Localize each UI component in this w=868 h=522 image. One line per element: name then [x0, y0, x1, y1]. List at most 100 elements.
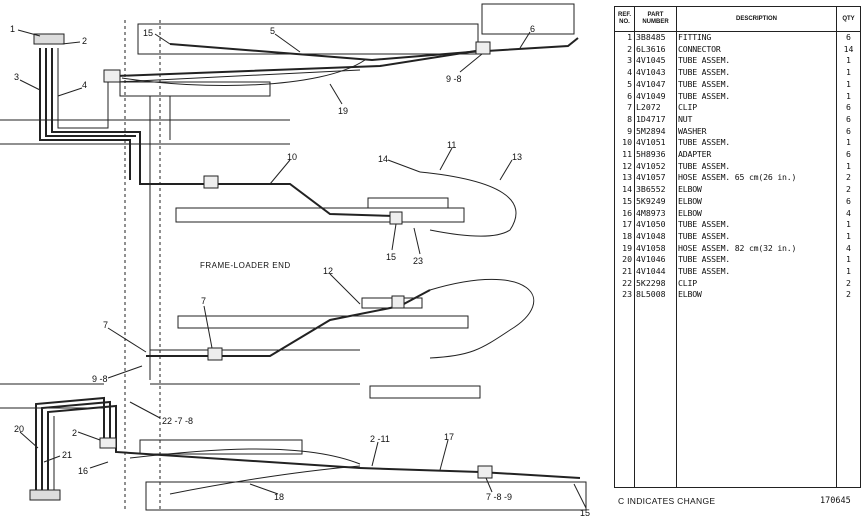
description-cell-text: ELBOW	[678, 289, 702, 300]
callout-label: 15	[143, 28, 153, 38]
part-number-cell: 8L5008	[634, 289, 677, 302]
ref-cell-text: 6	[627, 90, 632, 101]
qty-cell: 6	[836, 31, 861, 44]
description-cell: TUBE ASSEM.	[676, 266, 837, 278]
callout-label: 21	[62, 450, 72, 460]
description-cell: ELBOW	[676, 289, 837, 302]
part-number-cell: 1D4717	[634, 113, 677, 126]
ref-cell: 9	[614, 125, 635, 138]
ref-cell: 13	[614, 172, 635, 185]
description-cell-text: ELBOW	[678, 195, 702, 206]
part-number-cell-text: 5H8936	[636, 149, 666, 160]
part-number-cell-text: L2072	[636, 102, 661, 113]
qty-cell-text: 2	[846, 289, 851, 300]
callout-label: 2	[82, 36, 87, 46]
part-number-cell: 3B8485	[634, 31, 677, 44]
table-row: C238L5008ELBOW2	[614, 289, 861, 302]
callout-label: 2	[72, 428, 77, 438]
description-cell-text: TUBE ASSEM.	[678, 230, 731, 241]
part-number-cell: 4V1043	[634, 67, 677, 79]
part-number-cell: 5K9249	[634, 195, 677, 208]
ref-cell-text: 1	[627, 32, 632, 42]
ref-cell: 17	[614, 219, 635, 231]
qty-cell: 6	[836, 102, 861, 114]
description-cell: TUBE ASSEM.	[676, 254, 837, 267]
qty-cell: 2	[836, 289, 861, 302]
qty-cell: 2	[836, 184, 861, 196]
callout-label: 1	[10, 24, 15, 34]
empty-cell	[676, 301, 837, 489]
description-cell-text: TUBE ASSEM.	[678, 55, 731, 66]
description-cell: TUBE ASSEM.	[676, 67, 837, 79]
part-number-cell-text: 4V1047	[636, 78, 666, 89]
qty-header: QTY	[836, 6, 861, 32]
callout-label: 7	[103, 320, 108, 330]
qty-cell: 6	[836, 195, 861, 208]
qty-cell: 4	[836, 207, 861, 220]
description-cell: CLIP	[676, 277, 837, 290]
part-number-cell-text: 4V1044	[636, 266, 666, 277]
callout-label: 10	[287, 152, 297, 162]
description-cell-text: TUBE ASSEM.	[678, 90, 731, 101]
qty-cell-text: 1	[846, 137, 851, 148]
qty-cell-text: 6	[846, 32, 851, 42]
description-cell: HOSE ASSEM. 82 cm(32 in.)	[676, 242, 837, 255]
qty-cell-text: 2	[846, 277, 851, 288]
qty-cell: 1	[836, 160, 861, 173]
callout-label: 14	[378, 154, 388, 164]
ref-cell: 20	[614, 254, 635, 267]
ref-cell: 12	[614, 160, 635, 173]
callout-label: 3	[14, 72, 19, 82]
part-number-cell-text: 4V1045	[636, 55, 666, 66]
description-cell-text: CONNECTOR	[678, 43, 721, 54]
description-cell: HOSE ASSEM. 65 cm(26 in.)	[676, 172, 837, 185]
table-row: 16 4M8973 ELBOW 4	[614, 207, 861, 220]
qty-cell-text: 6	[846, 149, 851, 160]
callout-label: 6	[530, 24, 535, 34]
qty-cell: 1	[836, 137, 861, 150]
qty-cell: 1	[836, 55, 861, 68]
description-cell: NUT	[676, 113, 837, 126]
ref-cell: 4	[614, 67, 635, 79]
ref-cell: 6	[614, 90, 635, 103]
qty-cell: 4	[836, 242, 861, 255]
description-cell-text: ELBOW	[678, 207, 702, 218]
description-cell: WASHER	[676, 125, 837, 138]
part-number-cell-text: 6L3616	[636, 43, 666, 54]
ref-cell-text: 23	[622, 289, 632, 300]
callout-label: 11	[447, 140, 456, 150]
ref-cell: 1	[614, 31, 635, 44]
callout-label: 20	[14, 424, 24, 434]
callout-label: 22 -7 -8	[162, 416, 193, 426]
qty-cell-text: 6	[846, 113, 851, 124]
callout-labels: 1 2 3 4 15 5 6 9 -8 19 10 11 14 13 15 23…	[10, 24, 590, 518]
qty-cell: 2	[836, 172, 861, 185]
ref-cell: 11	[614, 149, 635, 161]
ref-cell-text: 16	[622, 207, 632, 218]
ref-cell-text: 8	[627, 113, 632, 124]
callout-label: 18	[274, 492, 284, 502]
description-cell-text: CLIP	[678, 102, 697, 113]
qty-cell-text: 1	[846, 219, 851, 230]
qty-cell: 14	[836, 43, 861, 56]
part-number-cell-text: 4V1051	[636, 137, 666, 148]
description-cell: TUBE ASSEM.	[676, 55, 837, 68]
ref-cell: 5	[614, 78, 635, 91]
qty-cell-text: 1	[846, 254, 851, 265]
part-number-cell: 4V1046	[634, 254, 677, 267]
part-number-cell-text: 4M8973	[636, 207, 666, 218]
ref-cell: 7	[614, 102, 635, 114]
ref-cell: 21	[614, 266, 635, 278]
description-cell-text: TUBE ASSEM.	[678, 254, 731, 265]
qty-cell-text: 6	[846, 125, 851, 136]
part-number-cell: 6L3616	[634, 43, 677, 56]
